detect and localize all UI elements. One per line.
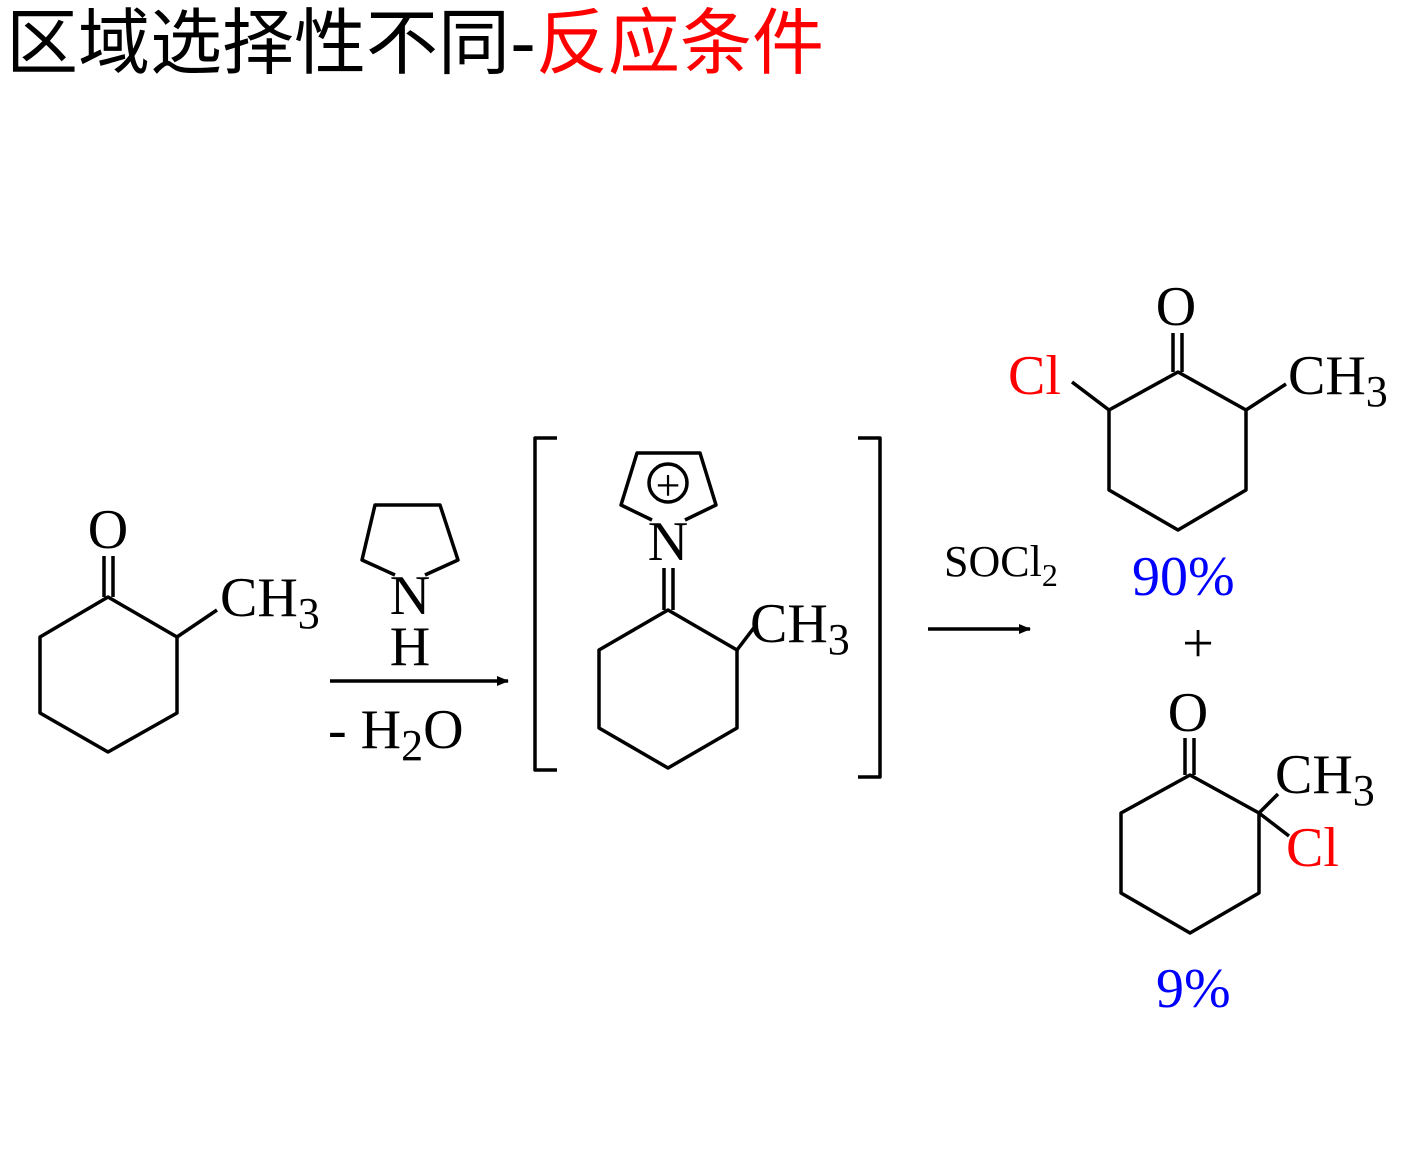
oxygen-label: O [1156, 276, 1196, 338]
product-2-chloro-2-methyl: O CH3 Cl 9% [1119, 682, 1375, 1020]
nitrogen-label: N [390, 565, 430, 627]
plus-sign: + [1182, 613, 1214, 675]
yield-label: 9% [1156, 958, 1231, 1020]
ring [1119, 773, 1261, 935]
methyl-label: CH3 [750, 593, 850, 664]
socl2-label: SOCl2 [944, 537, 1058, 593]
positive-charge: + [656, 461, 681, 510]
nitrogen-label: N [648, 511, 688, 573]
methyl-label: CH3 [220, 567, 320, 638]
positive-charge-circle [647, 462, 689, 504]
yield-label: 90% [1132, 546, 1235, 608]
intermediate-iminium: + N CH3 [597, 451, 850, 770]
chlorine-label: Cl [1008, 345, 1061, 407]
title-red: 反应条件 [535, 1, 824, 85]
reagent-pyrrolidine: N H [360, 503, 460, 678]
reactant-2-methylcyclohexanone: O CH3 [38, 499, 320, 754]
ring [1107, 370, 1248, 532]
methyl-label: CH3 [1275, 744, 1375, 815]
water-loss-label: - H2O [328, 699, 464, 770]
slide-title: 区域选择性不同-反应条件 [6, 0, 824, 86]
left-bracket [533, 436, 557, 772]
chlorine-label: Cl [1286, 817, 1339, 879]
product-2-chloro-6-methyl: O Cl CH3 90% [1008, 276, 1388, 608]
right-bracket [858, 436, 882, 779]
ring [38, 595, 179, 754]
methyl-label: CH3 [1288, 345, 1388, 416]
oxygen-label: O [88, 499, 128, 561]
title-black: 区域选择性不同- [6, 1, 536, 85]
ring [597, 608, 739, 770]
oxygen-label: O [1168, 682, 1208, 744]
hydrogen-label: H [390, 616, 430, 678]
